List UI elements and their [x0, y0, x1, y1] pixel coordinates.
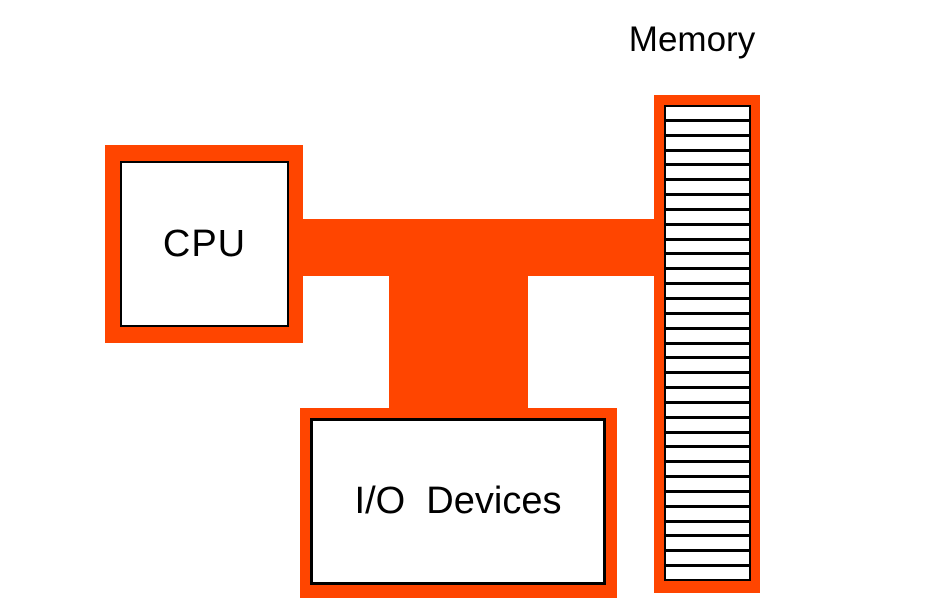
- io-devices-label: I/O Devices: [354, 480, 562, 522]
- io-devices-node: I/O Devices: [300, 408, 617, 598]
- memory-cell: [666, 107, 749, 122]
- cpu-label: CPU: [162, 222, 247, 265]
- memory-cell: [666, 121, 749, 137]
- memory-cell: [666, 507, 749, 523]
- memory-cell: [666, 478, 749, 493]
- memory-cell: [666, 225, 749, 241]
- io-devices-inner-panel: I/O Devices: [310, 418, 606, 585]
- memory-cell: [666, 492, 749, 508]
- memory-cell: [666, 359, 749, 375]
- memory-cell: [666, 374, 749, 390]
- memory-cell: [666, 181, 749, 197]
- memory-cell: [666, 210, 749, 226]
- memory-cell: [666, 136, 749, 152]
- bus-to-io: [389, 260, 528, 420]
- memory-cell: [666, 299, 749, 315]
- cpu-node: CPU: [105, 145, 303, 343]
- memory-cell: [666, 463, 749, 479]
- memory-cell: [666, 166, 749, 182]
- memory-cell: [666, 403, 749, 419]
- memory-cell: [666, 418, 749, 434]
- memory-cell: [666, 151, 749, 167]
- memory-cell: [666, 270, 749, 286]
- memory-node: [654, 95, 760, 593]
- memory-cell: [666, 196, 749, 211]
- memory-cell: [666, 522, 749, 538]
- memory-cell: [666, 255, 749, 271]
- memory-cell: [666, 344, 749, 360]
- memory-label: Memory: [628, 20, 756, 59]
- memory-cell: [666, 389, 749, 404]
- memory-cells: [664, 105, 751, 581]
- memory-cell: [666, 448, 749, 464]
- memory-cell: [666, 537, 749, 553]
- memory-cell: [666, 240, 749, 256]
- memory-cell: [666, 329, 749, 345]
- memory-cell: [666, 285, 749, 300]
- memory-cell: [666, 433, 749, 449]
- cpu-inner-panel: CPU: [120, 161, 289, 327]
- memory-cell: [666, 552, 749, 568]
- memory-cell: [666, 314, 749, 330]
- memory-cell: [666, 567, 749, 579]
